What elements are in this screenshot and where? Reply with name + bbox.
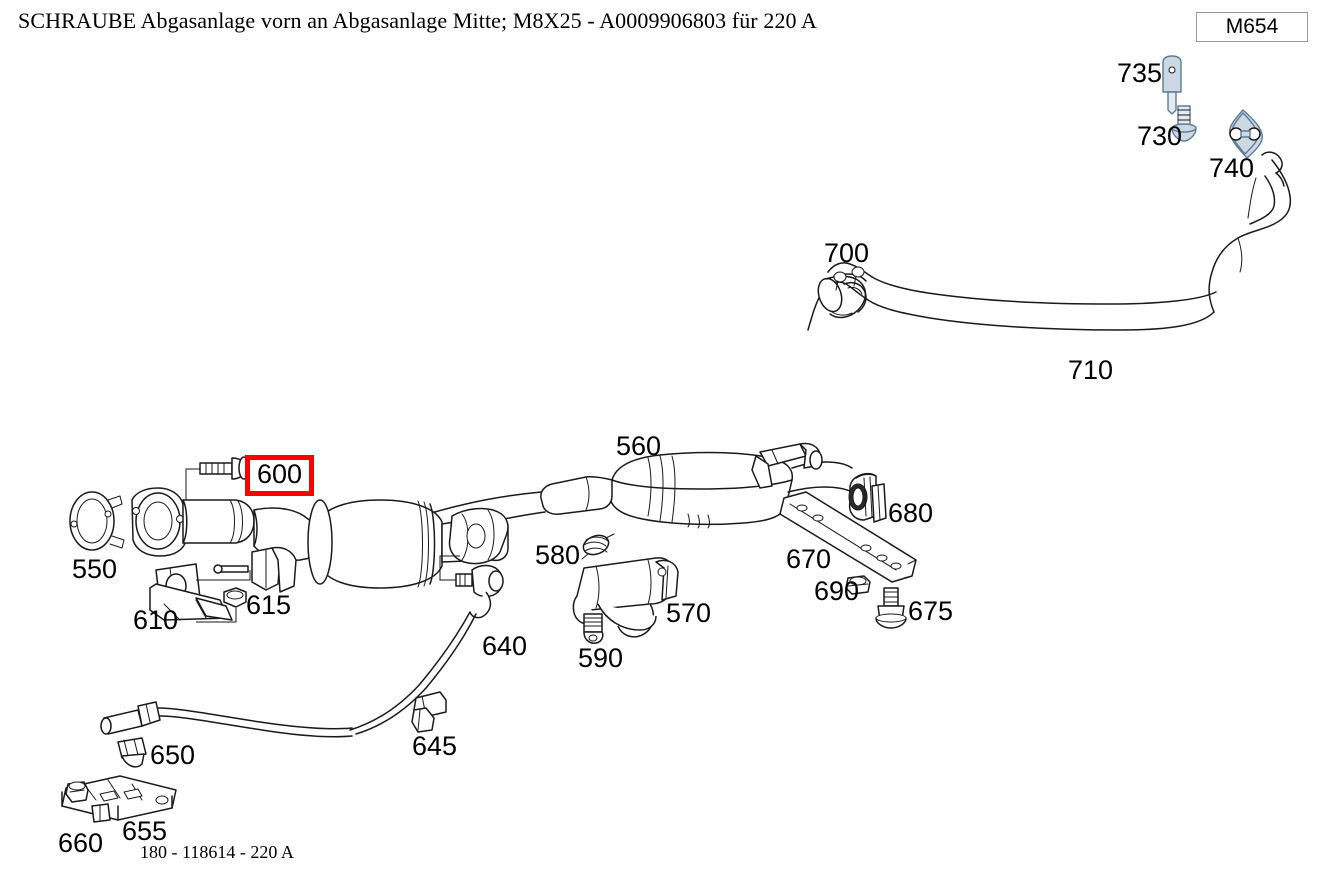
callout-600-highlighted: 600 [245, 455, 315, 496]
part-610-bracket [149, 563, 251, 621]
callout-590: 590 [578, 643, 624, 673]
part-590-screw [583, 613, 604, 644]
part-680-rubber-hanger [848, 472, 887, 523]
part-640-oxygen-sensor [349, 555, 504, 735]
part-740-rubber-mount [1229, 109, 1263, 159]
part-675-flange-bolt [875, 587, 907, 629]
part-560-center-muffler [403, 451, 853, 549]
front-catalytic-assembly [131, 487, 509, 593]
module-code-label: M654 [1225, 15, 1279, 38]
callout-690: 690 [814, 576, 860, 606]
callout-550: 550 [72, 554, 118, 584]
part-700-double-clamp [817, 266, 867, 319]
callout-740: 740 [1209, 153, 1255, 183]
callout-570: 570 [666, 598, 712, 628]
part-615-nut [196, 587, 247, 623]
callout-700: 700 [824, 238, 870, 268]
callout-650: 650 [150, 740, 196, 770]
callout-580: 580 [535, 540, 581, 570]
callout-730: 730 [1137, 121, 1183, 151]
callout-610: 610 [133, 605, 179, 635]
part-650-connector [100, 701, 353, 768]
part-670-strap-bracket [751, 442, 917, 583]
callout-560: 560 [616, 431, 662, 461]
callout-735: 735 [1117, 58, 1163, 88]
callout-710: 710 [1068, 355, 1114, 385]
part-660-nut [65, 781, 89, 803]
callout-645: 645 [412, 731, 458, 761]
callout-670: 670 [786, 544, 832, 574]
part-645-clip [411, 691, 447, 733]
callout-640: 640 [482, 631, 528, 661]
module-code-box: M654 [1196, 12, 1308, 42]
part-655-heat-shield [61, 775, 177, 823]
callout-675: 675 [908, 596, 954, 626]
callout-655: 655 [122, 816, 168, 846]
part-690-nut [845, 575, 871, 595]
part-735-pin-bracket [1162, 55, 1182, 115]
callout-615: 615 [246, 590, 292, 620]
callout-660: 660 [58, 828, 104, 858]
page-title: SCHRAUBE Abgasanlage vorn an Abgasanlage… [18, 8, 818, 33]
callout-680: 680 [888, 498, 934, 528]
part-580-spring [581, 533, 615, 560]
footer-reference: 180 - 118614 - 220 A [140, 842, 294, 862]
part-730-bolt [1171, 105, 1197, 142]
part-550-gasket-ring [69, 491, 125, 551]
